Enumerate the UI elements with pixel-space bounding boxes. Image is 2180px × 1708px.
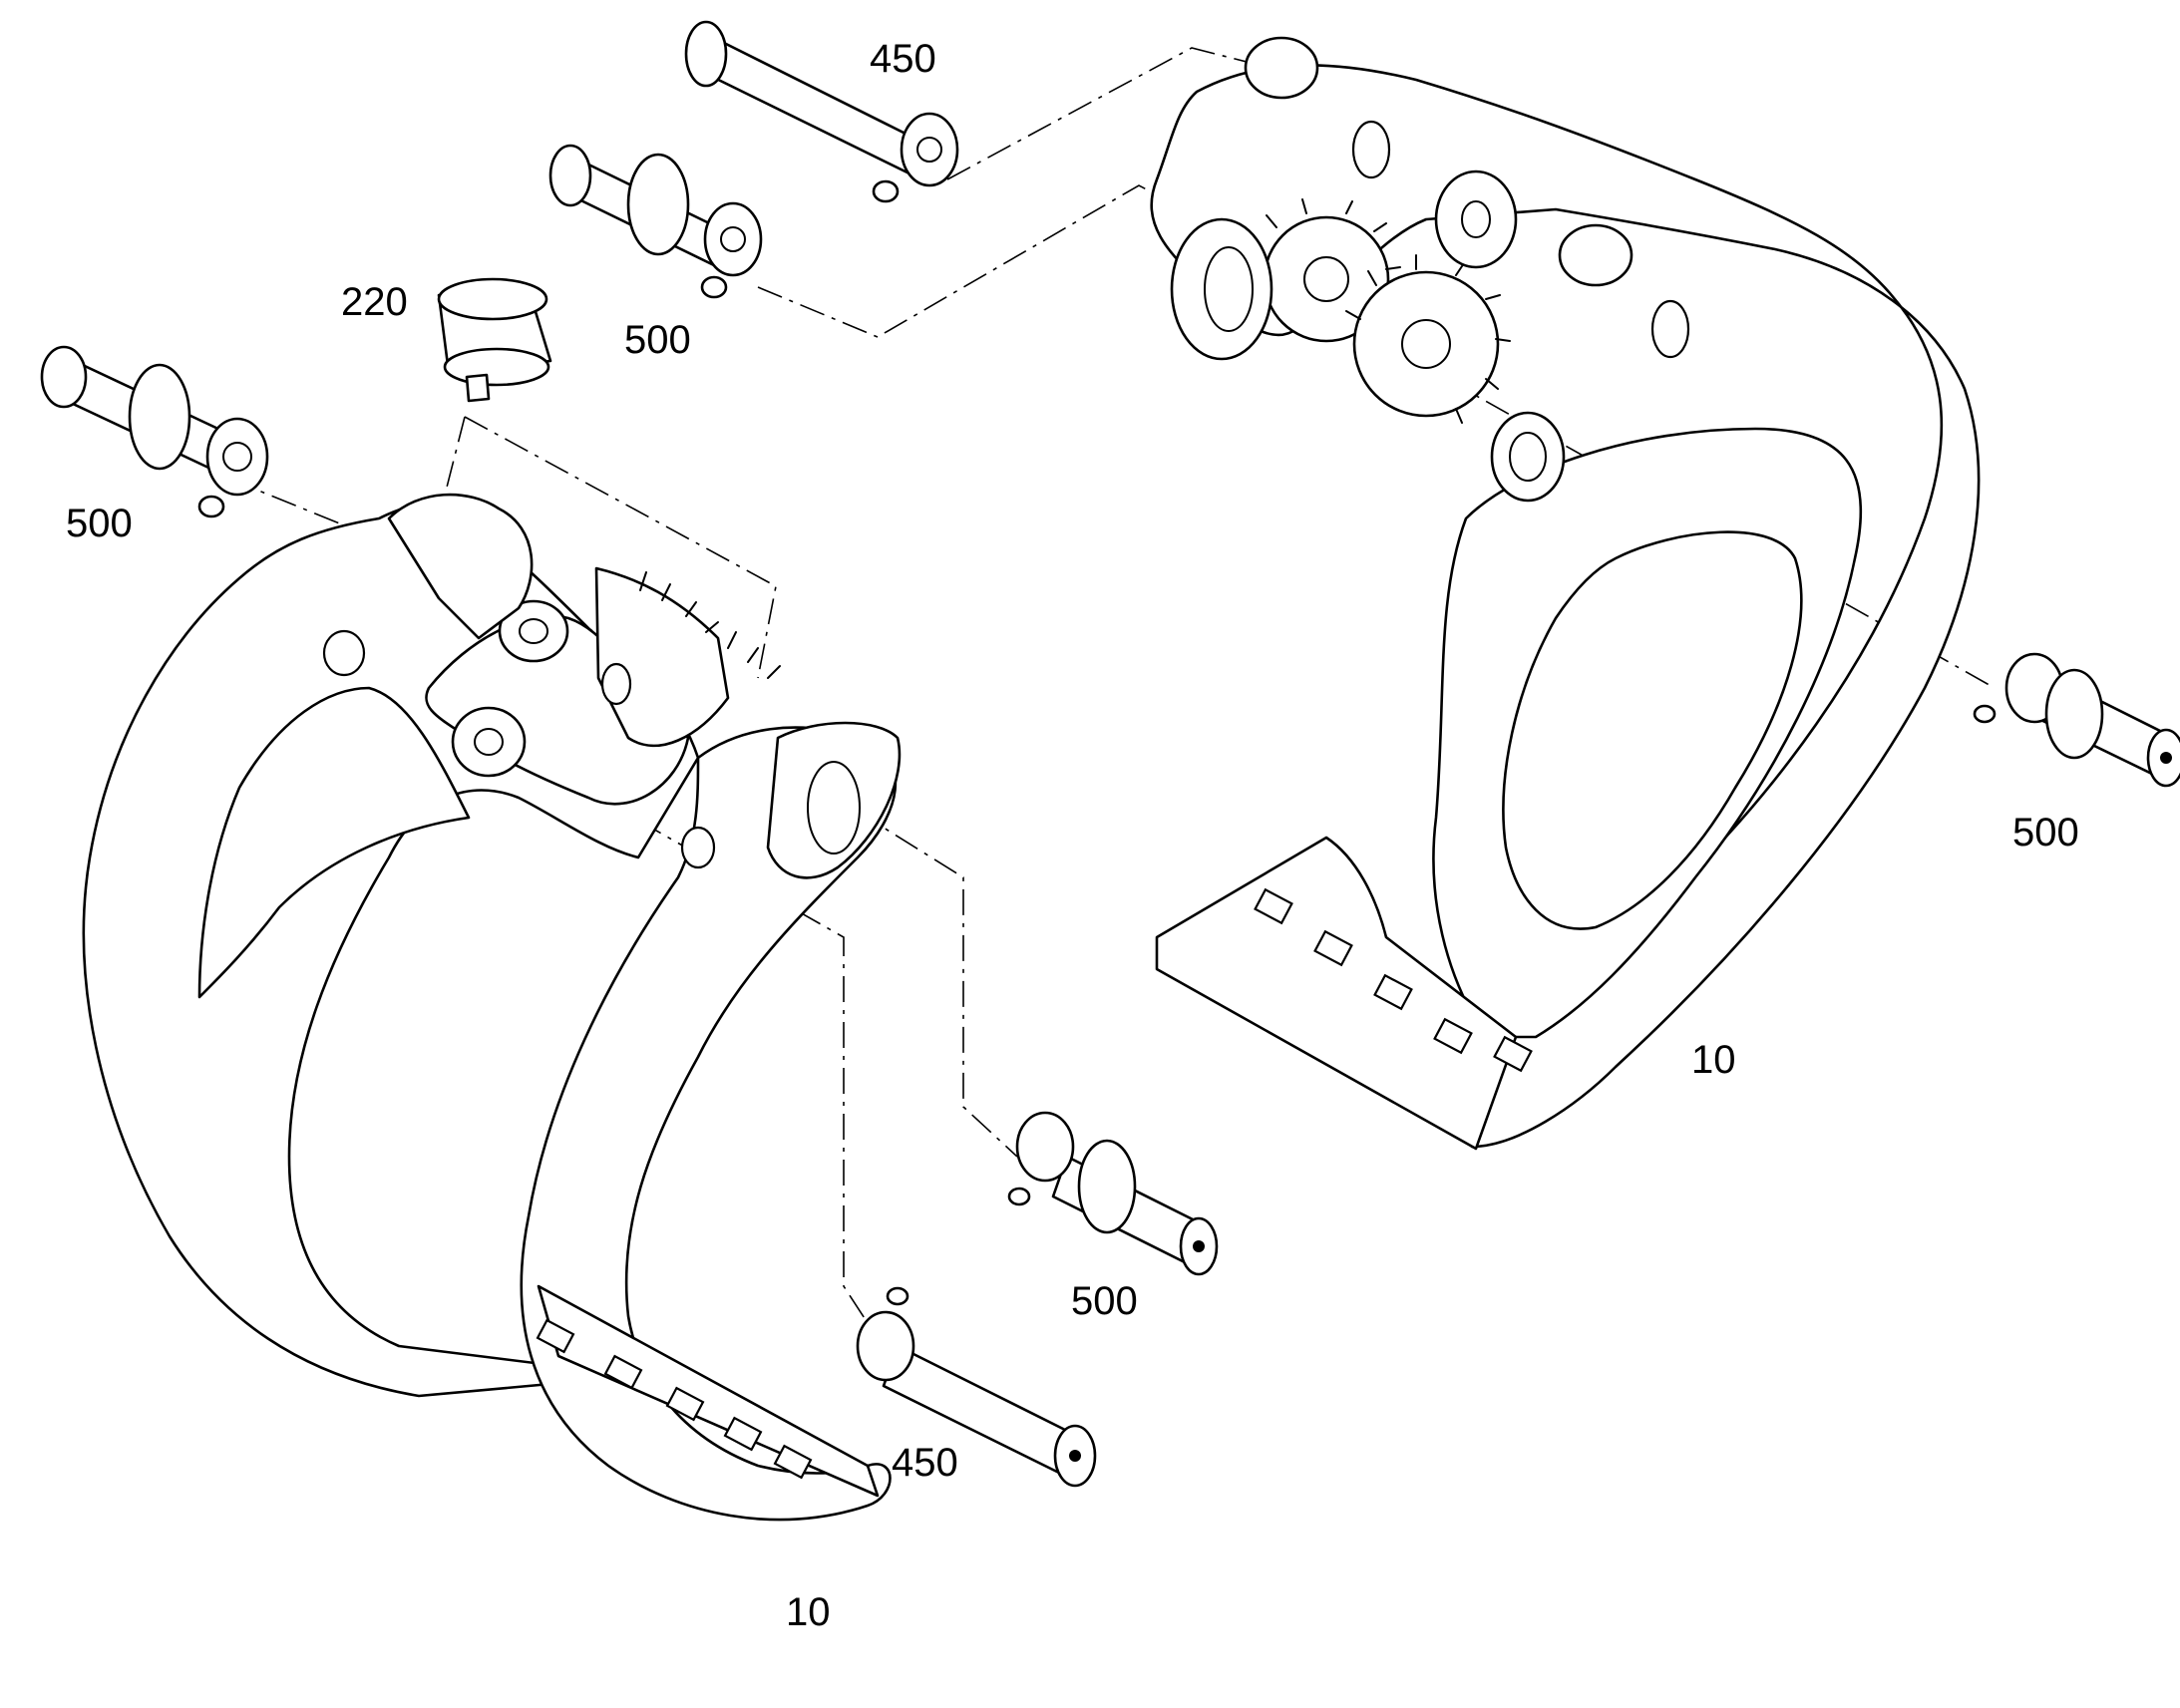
sensor-220 — [437, 277, 552, 403]
callout-jaw-left: 10 — [786, 1590, 831, 1634]
callout-sensor: 220 — [341, 280, 408, 324]
pin-upper-500 — [548, 144, 763, 299]
callout-pin-bottom: 450 — [892, 1441, 958, 1485]
left-jaw-side-lugs — [322, 493, 902, 879]
pin-left-500 — [40, 345, 269, 518]
pin-right-500 — [1973, 652, 2180, 788]
left-jaw-teeth-slots — [536, 1318, 813, 1480]
right-jaw-teeth-slots — [1254, 887, 1533, 1073]
callout-pin-right: 500 — [2012, 811, 2079, 854]
pin-bottom-450 — [856, 1286, 1097, 1488]
pin-middle-500 — [1007, 1111, 1219, 1276]
callout-labels: 450 500 220 500 500 10 500 450 10 — [66, 37, 2079, 1634]
pin-top-450 — [684, 20, 959, 203]
callout-pin-upper: 500 — [624, 318, 691, 362]
callout-pin-left: 500 — [66, 502, 133, 545]
left-jaw-hinge-plates — [425, 566, 781, 806]
right-jaw-gear-pair — [1252, 198, 1511, 424]
callout-pin-top: 450 — [870, 37, 936, 81]
left-grapple-jaw — [82, 493, 902, 1522]
right-grapple-jaw — [1150, 36, 1981, 1151]
callout-pin-middle: 500 — [1071, 1279, 1138, 1323]
callout-jaw-right: 10 — [1691, 1038, 1736, 1082]
right-jaw-mount-lugs — [1170, 36, 1690, 503]
